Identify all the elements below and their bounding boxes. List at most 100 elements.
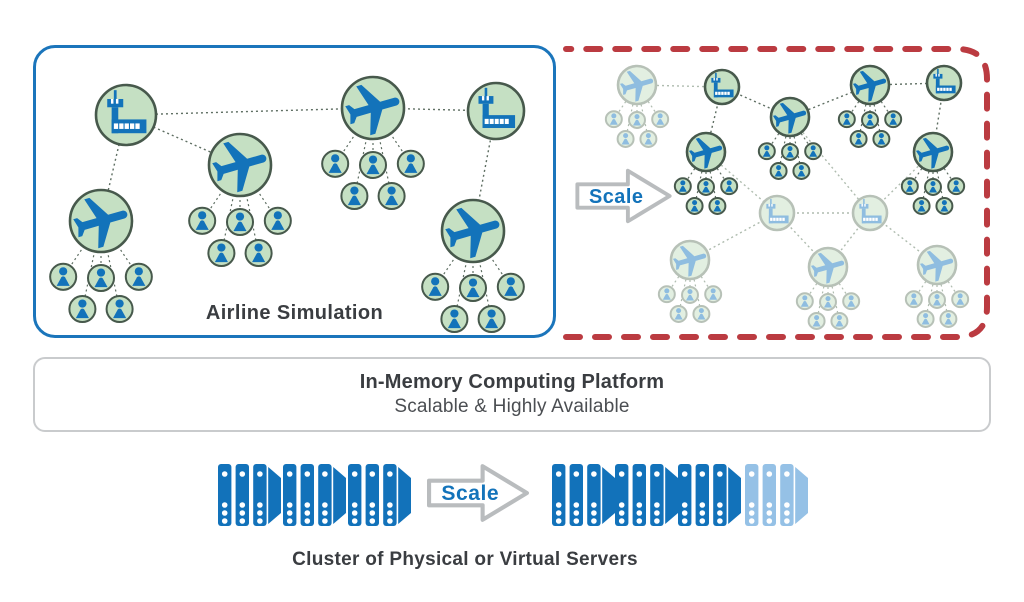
person-node: [842, 292, 861, 311]
person-node: [924, 177, 942, 196]
person-node: [458, 274, 488, 303]
person-icon: [909, 293, 918, 305]
person-icon: [905, 180, 914, 192]
person-link: [925, 264, 938, 320]
airplane-icon: [212, 141, 267, 193]
aircraft-node: [421, 198, 525, 334]
person-node: [105, 295, 134, 324]
person-icon: [956, 293, 965, 305]
person-node: [124, 262, 153, 291]
person-link: [921, 151, 934, 207]
simulation-caption: Airline Simulation: [205, 302, 384, 324]
person-node: [685, 196, 704, 215]
person-link: [827, 266, 840, 322]
person-link: [869, 84, 882, 140]
person-node: [321, 149, 350, 178]
scale-arrow-shape: [575, 168, 672, 224]
person-icon: [366, 155, 380, 175]
person-icon: [195, 211, 209, 230]
person-node: [377, 182, 406, 211]
person-icon: [75, 299, 89, 319]
person-icon: [214, 243, 228, 263]
aircraft-node: [188, 132, 292, 268]
person-node: [757, 142, 776, 161]
person-icon: [678, 180, 687, 192]
scaled-simulation-box: [563, 45, 990, 340]
person-icon: [847, 295, 856, 307]
person-icon: [252, 243, 266, 263]
airport-tower-icon: [107, 90, 147, 134]
platform-title: In-Memory Computing Platform: [359, 371, 665, 393]
person-node: [928, 290, 946, 309]
person-node: [616, 129, 635, 148]
scaled-box-dashed-border: [563, 46, 990, 340]
platform-box: In-Memory Computing Platform Scalable & …: [33, 357, 991, 432]
scale-arrow-bottom: Scale: [427, 464, 529, 522]
faded-airport-node: [758, 194, 796, 232]
airport-tower-icon: [766, 198, 789, 224]
person-link: [789, 116, 802, 172]
airplane-icon: [445, 207, 500, 259]
airport-tower-icon: [933, 68, 956, 94]
person-node: [188, 206, 217, 235]
person-node: [935, 196, 954, 215]
server-rack-group: [552, 464, 615, 526]
person-icon: [928, 181, 938, 193]
scale-arrow-shape: [427, 464, 529, 522]
person-node: [692, 304, 711, 323]
person-icon: [632, 114, 642, 126]
person-node: [496, 272, 525, 301]
server-rack-group: [615, 464, 678, 526]
airplane-icon: [915, 137, 950, 169]
faded-airport-node: [851, 194, 889, 232]
person-icon: [835, 315, 844, 327]
scaled-simulation-network: [563, 46, 990, 340]
person-node: [244, 239, 273, 268]
person-icon: [842, 113, 851, 125]
person-node: [49, 262, 78, 291]
person-link: [705, 151, 718, 207]
airport-tower-icon: [711, 72, 734, 98]
person-icon: [328, 154, 342, 173]
airplane-icon: [345, 84, 400, 136]
airport-node: [925, 64, 963, 102]
person-node: [849, 129, 868, 148]
person-link: [636, 84, 649, 140]
person-icon: [823, 296, 833, 308]
scale-arrow-top: Scale: [575, 168, 672, 224]
person-icon: [621, 133, 630, 145]
person-node: [681, 285, 699, 304]
server-cluster-row: [218, 464, 808, 526]
person-node: [781, 142, 799, 161]
person-icon: [940, 200, 949, 212]
faded-aircraft-node: [657, 239, 723, 323]
person-icon: [809, 145, 818, 157]
airline-simulation-box: Airline Simulation: [33, 45, 556, 338]
person-node: [804, 142, 823, 161]
person-icon: [404, 154, 418, 173]
person-icon: [656, 113, 665, 125]
person-link: [936, 264, 949, 320]
server-rack-group: [283, 464, 346, 526]
person-icon: [889, 113, 898, 125]
person-node: [704, 285, 723, 304]
person-node: [720, 177, 739, 196]
person-icon: [271, 211, 285, 230]
airplane-icon: [810, 252, 845, 284]
person-icon: [865, 114, 875, 126]
person-node: [207, 239, 236, 268]
person-node: [68, 295, 97, 324]
person-node: [900, 177, 919, 196]
person-icon: [854, 133, 863, 145]
person-icon: [697, 308, 706, 320]
person-icon: [921, 313, 930, 325]
person-node: [604, 110, 623, 129]
airline-simulation-network: [49, 75, 526, 334]
person-icon: [428, 277, 442, 296]
person-node: [947, 177, 966, 196]
person-node: [807, 311, 826, 330]
person-icon: [952, 180, 961, 192]
person-icon: [877, 133, 886, 145]
person-node: [421, 272, 450, 301]
person-icon: [762, 145, 771, 157]
